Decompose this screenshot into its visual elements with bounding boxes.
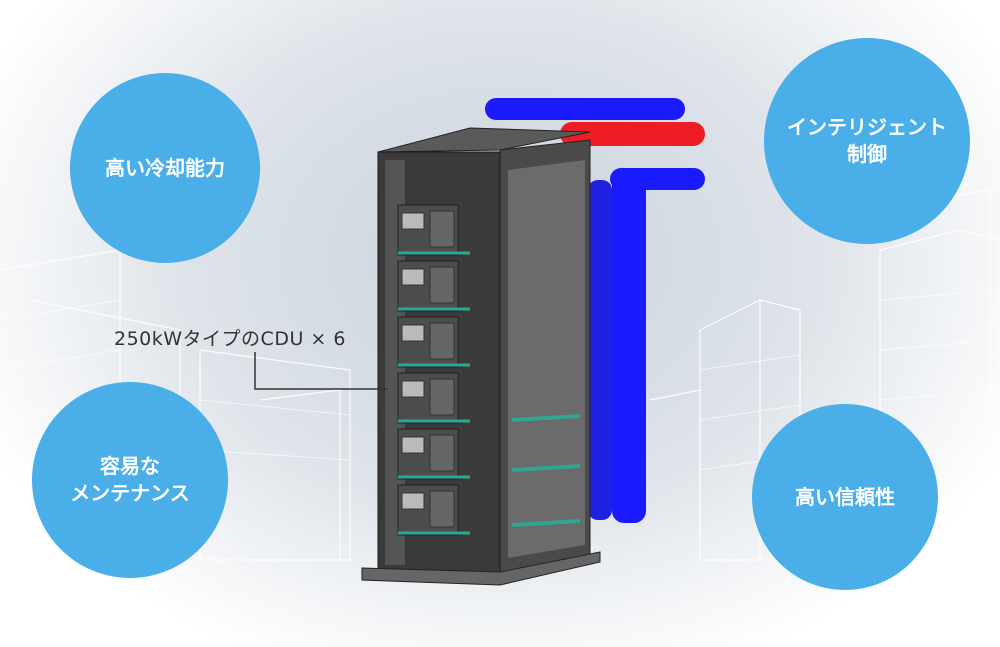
cdu-module: [397, 260, 470, 312]
cdu-module: [397, 316, 470, 368]
coolant-pipes: [485, 98, 705, 523]
cdu-module: [397, 484, 470, 536]
feature-easy-maintenance-line2: メンテナンス: [70, 481, 190, 505]
feature-high-reliability: 高い信頼性: [752, 404, 938, 590]
feature-intelligent-control: インテリジェント 制御: [764, 38, 970, 244]
cdu-module: [397, 428, 470, 480]
cdu-callout-label: 250kWタイプのCDU × 6: [114, 328, 346, 350]
feature-easy-maintenance: 容易な メンテナンス: [32, 382, 228, 578]
feature-intelligent-control-line2: 制御: [847, 142, 887, 166]
feature-high-cooling-text: 高い冷却能力: [105, 155, 225, 180]
cdu-module: [397, 204, 470, 256]
feature-high-reliability-text: 高い信頼性: [795, 484, 895, 509]
feature-high-cooling: 高い冷却能力: [70, 73, 260, 263]
cdu-module: [397, 372, 470, 424]
feature-easy-maintenance-line1: 容易な: [99, 454, 160, 478]
feature-intelligent-control-line1: インテリジェント: [787, 115, 947, 139]
